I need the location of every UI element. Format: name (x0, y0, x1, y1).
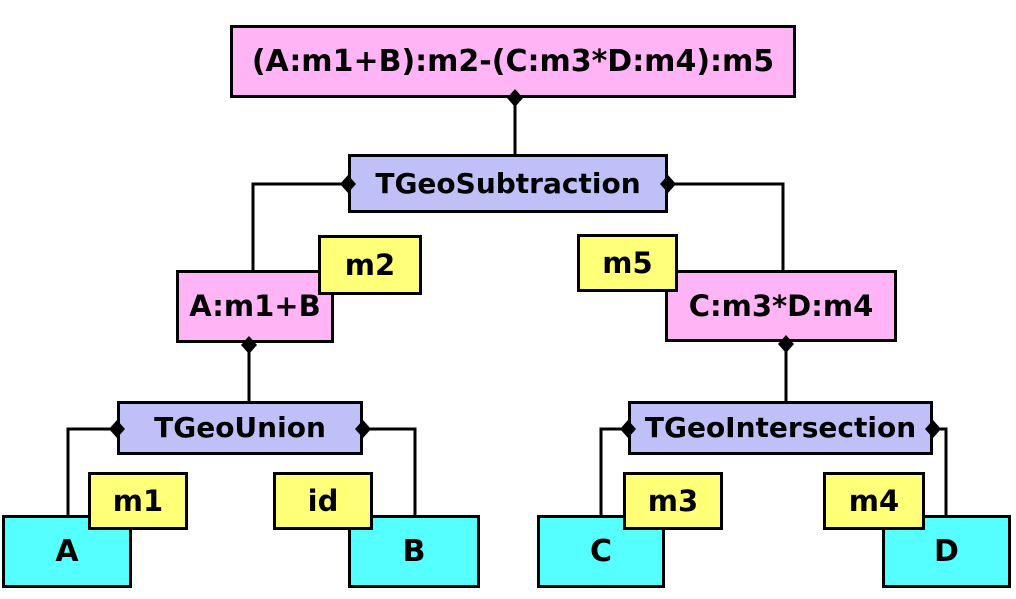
node-union-expression: A:m1+B (176, 270, 334, 343)
node-root-expression: (A:m1+B):m2-(C:m3*D:m4):m5 (230, 25, 796, 98)
connector-intersection-to-shape-d (933, 427, 948, 515)
node-matrix-m5: m5 (577, 234, 678, 292)
node-tgeo-intersection: TGeoIntersection (628, 401, 933, 455)
node-shape-c: C (537, 515, 665, 588)
connector-subtraction-to-right-expression (668, 182, 785, 270)
node-matrix-id: id (273, 472, 373, 530)
node-tgeo-subtraction: TGeoSubtraction (348, 154, 668, 213)
node-matrix-m3: m3 (623, 472, 723, 530)
node-intersection-expression: C:m3*D:m4 (665, 270, 897, 342)
node-matrix-m1: m1 (88, 472, 188, 530)
node-matrix-m2: m2 (318, 235, 422, 295)
node-tgeo-union: TGeoUnion (117, 401, 363, 455)
node-matrix-m4: m4 (823, 472, 925, 530)
